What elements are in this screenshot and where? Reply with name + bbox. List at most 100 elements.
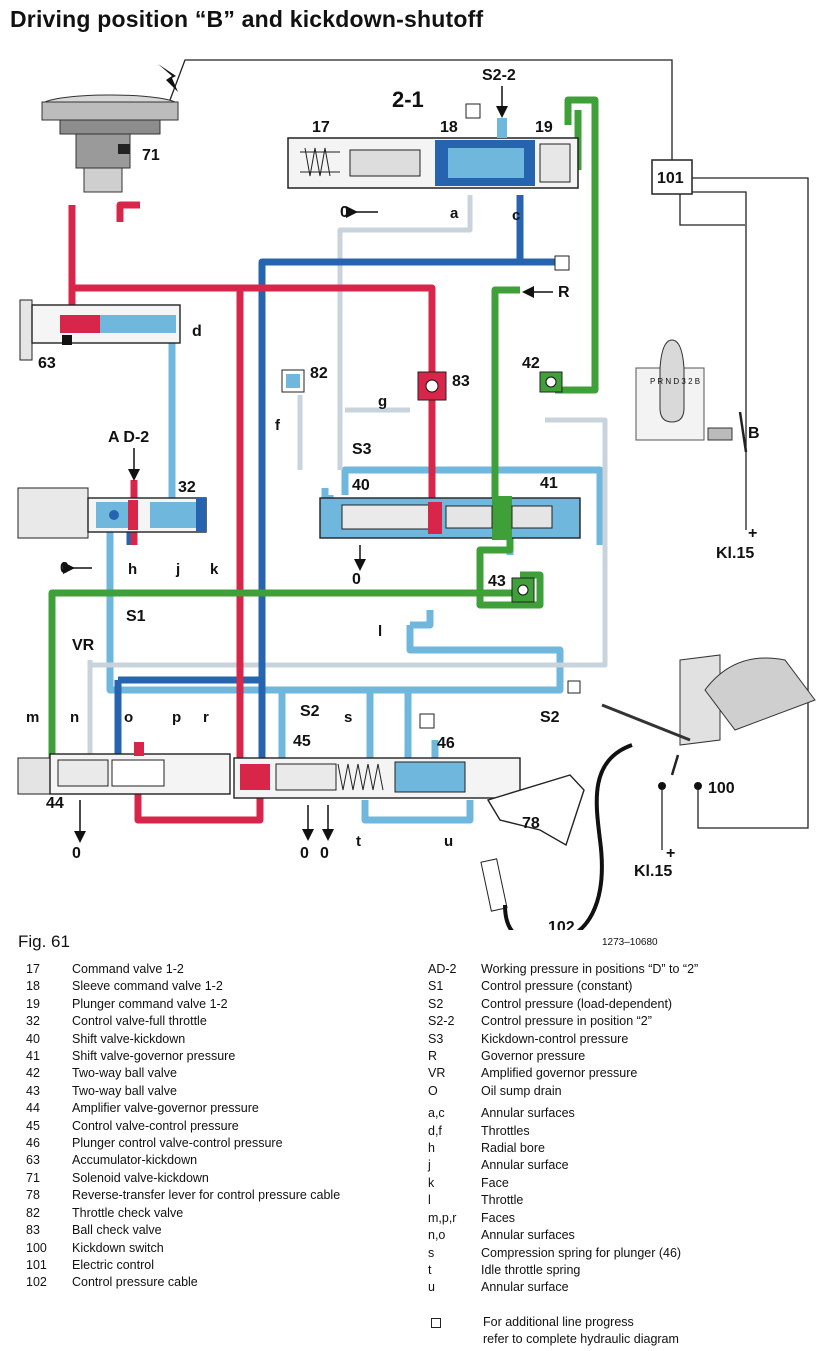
legend-text: Control pressure (load-dependent) bbox=[481, 996, 673, 1011]
legend-text: Kickdown switch bbox=[72, 1240, 164, 1255]
pipes-green bbox=[48, 96, 599, 770]
svg-text:+: + bbox=[666, 845, 675, 862]
svg-text:78: 78 bbox=[522, 815, 540, 832]
solenoid-valve-71: 71 bbox=[41, 94, 179, 193]
legend-key: a,c bbox=[428, 1106, 445, 1121]
legend-row: VR Amplified governor pressure bbox=[428, 1065, 698, 1082]
legend-key: 82 bbox=[26, 1205, 40, 1220]
pipes-light-blue bbox=[100, 311, 604, 824]
svg-text:32: 32 bbox=[178, 479, 196, 496]
note-line-2: refer to complete hydraulic diagram bbox=[483, 1332, 679, 1346]
svg-text:19: 19 bbox=[535, 119, 553, 136]
legend-text: Annular surface bbox=[481, 1158, 569, 1173]
legend-row: 78 Reverse-transfer lever for control pre… bbox=[26, 1187, 340, 1204]
amplifier-valve-44: 44 m n o p 0 bbox=[17, 709, 231, 862]
svg-text:u: u bbox=[444, 833, 453, 850]
legend-key: S2-2 bbox=[428, 1014, 455, 1029]
svg-text:S2: S2 bbox=[540, 709, 560, 726]
svg-text:0: 0 bbox=[72, 845, 81, 862]
page-title: Driving position “B” and kickdown-shutof… bbox=[10, 6, 484, 32]
legend-key: 45 bbox=[26, 1118, 40, 1133]
legend-text: Kickdown-control pressure bbox=[481, 1031, 629, 1046]
legend-key: h bbox=[428, 1141, 435, 1156]
svg-text:71: 71 bbox=[142, 147, 160, 164]
svg-text:S3: S3 bbox=[352, 441, 372, 458]
svg-text:h: h bbox=[128, 561, 137, 578]
svg-text:c: c bbox=[512, 207, 520, 224]
svg-text:l: l bbox=[378, 623, 382, 640]
svg-text:r: r bbox=[203, 709, 209, 726]
svg-text:j: j bbox=[175, 561, 180, 578]
legend-key: AD-2 bbox=[428, 962, 457, 976]
legend-pressures-surfaces: AD-2 Working pressure in positions “D” to… bbox=[428, 961, 698, 1297]
svg-text:43: 43 bbox=[488, 573, 506, 590]
legend-text: Annular surfaces bbox=[481, 1228, 575, 1243]
legend-key: R bbox=[428, 1049, 438, 1064]
svg-text:0: 0 bbox=[60, 560, 69, 577]
legend-key: VR bbox=[428, 1066, 446, 1081]
svg-text:102: 102 bbox=[548, 919, 575, 930]
legend-key: 100 bbox=[26, 1240, 47, 1255]
legend-key: u bbox=[428, 1280, 435, 1295]
svg-text:d: d bbox=[192, 323, 202, 340]
svg-text:s: s bbox=[344, 709, 352, 726]
svg-text:f: f bbox=[275, 417, 281, 434]
legend-key: 78 bbox=[26, 1188, 40, 1203]
svg-text:44: 44 bbox=[46, 795, 64, 812]
legend-text: Amplifier valve-governor pressure bbox=[72, 1101, 259, 1116]
svg-text:m: m bbox=[26, 709, 39, 726]
svg-text:P R N D 3 2 B: P R N D 3 2 B bbox=[650, 377, 700, 386]
legend-text: Working pressure in positions “D” to “2” bbox=[481, 962, 699, 976]
legend-key: O bbox=[428, 1083, 438, 1098]
accumulator-63: 63 d bbox=[19, 299, 202, 372]
legend-row: 44 Amplifier valve-governor pressure bbox=[26, 1100, 340, 1117]
legend-key: S2 bbox=[428, 996, 444, 1011]
svg-text:17: 17 bbox=[312, 119, 330, 136]
legend-key: S1 bbox=[428, 979, 444, 994]
note-line-1: For additional line progress bbox=[483, 1315, 634, 1329]
legend-row: 100 Kickdown switch bbox=[26, 1240, 340, 1257]
legend-key: 40 bbox=[26, 1031, 40, 1046]
svg-text:100: 100 bbox=[708, 780, 735, 797]
svg-text:18: 18 bbox=[440, 119, 458, 136]
legend-text: Reverse-transfer lever for control press… bbox=[72, 1188, 341, 1203]
legend-key: 44 bbox=[26, 1101, 40, 1116]
legend-row: O Oil sump drain bbox=[428, 1083, 698, 1100]
svg-text:Kl.15: Kl.15 bbox=[716, 545, 754, 562]
legend-text: Radial bore bbox=[481, 1141, 545, 1156]
svg-text:S1: S1 bbox=[126, 608, 146, 625]
legend-key: 18 bbox=[26, 979, 40, 994]
valve-2-1-group: 17 18 19 2-1 S2-2 0 a c bbox=[287, 67, 579, 271]
svg-text:46: 46 bbox=[437, 735, 455, 752]
legend-text: Face bbox=[481, 1175, 509, 1190]
legend-text: Control valve-full throttle bbox=[72, 1014, 207, 1029]
legend-key: 41 bbox=[26, 1049, 40, 1064]
figure-label: Fig. 61 bbox=[18, 932, 70, 951]
two-way-ball-valve-43: 43 bbox=[488, 573, 535, 603]
legend-key: 17 bbox=[26, 962, 40, 976]
legend-text: Amplified governor pressure bbox=[481, 1066, 638, 1081]
legend-text: Throttles bbox=[481, 1123, 530, 1138]
svg-text:A D-2: A D-2 bbox=[108, 429, 149, 446]
legend-text: Oil sump drain bbox=[481, 1083, 562, 1098]
svg-text:82: 82 bbox=[310, 365, 328, 382]
svg-text:n: n bbox=[70, 709, 79, 726]
legend-text: Sleeve command valve 1-2 bbox=[72, 979, 223, 994]
legend-row: AD-2 Working pressure in positions “D” to… bbox=[428, 961, 698, 978]
pipes-light-grey bbox=[87, 195, 608, 770]
